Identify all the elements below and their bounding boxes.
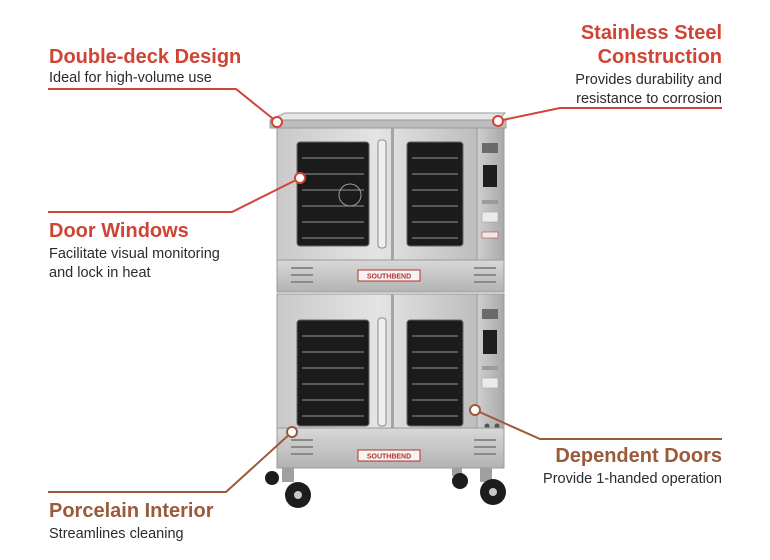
callout-desc: Provides durability and resistance to co… <box>575 72 722 107</box>
callout-title: Double-deck Design <box>49 46 242 68</box>
callout-title: Dependent Doors <box>555 445 722 467</box>
callout-title: Stainless Steel Construction <box>580 22 722 68</box>
caster-wheels <box>265 468 506 508</box>
oven-top <box>269 112 507 129</box>
callout-stainless-steel: Stainless Steel Construction Provides du… <box>575 21 722 109</box>
brand-label-upper: SOUTHBEND <box>367 274 411 281</box>
brand-label-lower: SOUTHBEND <box>367 454 411 461</box>
callout-desc: Streamlines cleaning <box>49 526 184 542</box>
upper-base-band: SOUTHBEND <box>276 259 505 293</box>
lower-deck <box>276 293 505 429</box>
callout-double-deck: Double-deck Design Ideal for high-volume… <box>49 45 241 88</box>
callout-desc: Provide 1-handed operation <box>543 471 722 487</box>
lower-base-band: SOUTHBEND <box>276 427 505 469</box>
callout-door-windows: Door Windows Facilitate visual monitorin… <box>49 219 220 283</box>
callout-porcelain-interior: Porcelain Interior Streamlines cleaning <box>49 499 214 544</box>
callout-desc: Facilitate visual monitoring and lock in… <box>49 246 220 281</box>
callout-desc: Ideal for high-volume use <box>49 70 212 86</box>
upper-deck <box>276 127 505 261</box>
callout-title: Porcelain Interior <box>49 500 214 522</box>
callout-title: Door Windows <box>49 220 189 242</box>
callout-dependent-doors: Dependent Doors Provide 1-handed operati… <box>543 444 722 489</box>
